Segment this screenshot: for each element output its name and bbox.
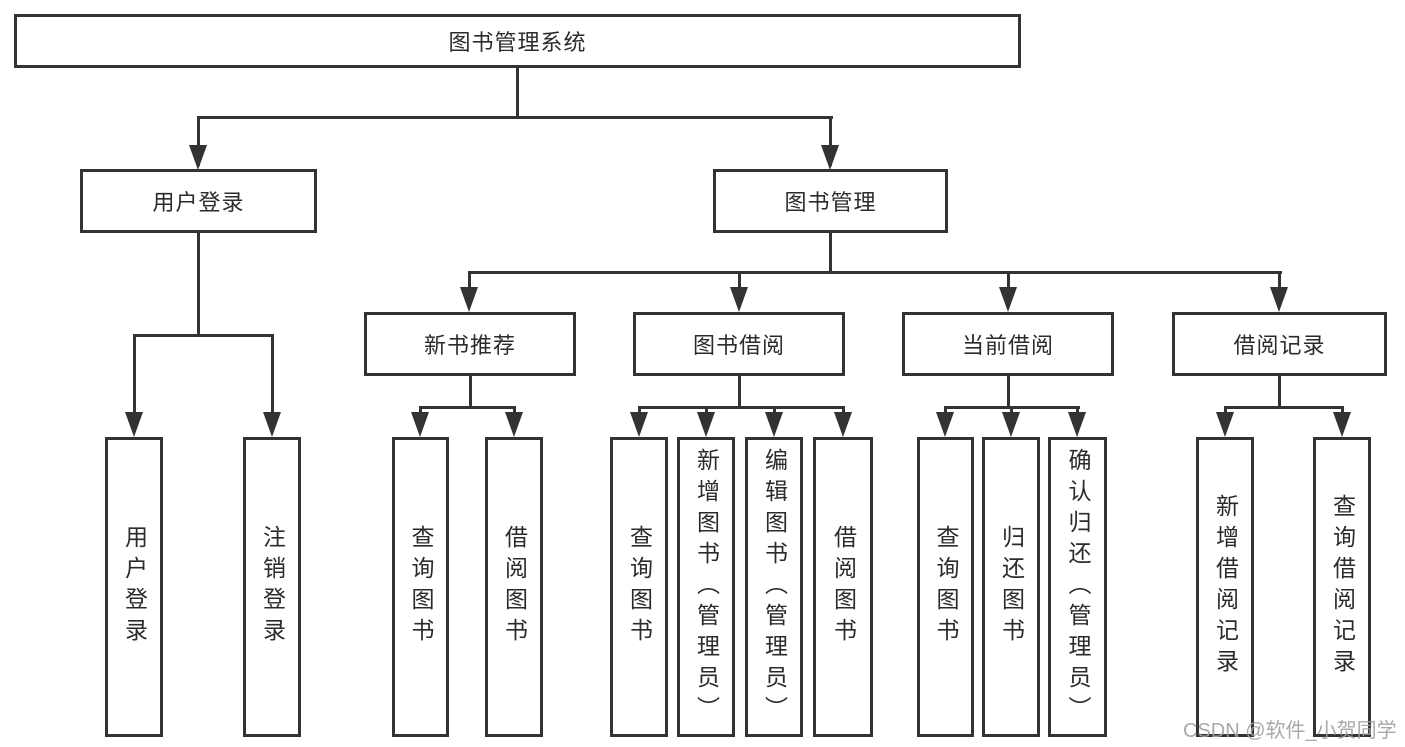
node-label: 新增借阅记录 (1212, 494, 1239, 680)
arrow-down-icon (730, 287, 748, 312)
connector-drop-leaf (271, 334, 274, 432)
node-label: 图书借阅 (692, 333, 785, 358)
connector-stub (1007, 376, 1010, 409)
node-edit-book-admin: 编辑图书（管理员） (745, 437, 803, 737)
connector-drop-leaf (133, 334, 136, 432)
node-label: 图书管理系统 (448, 30, 587, 55)
csdn-watermark: CSDN @软件_小贺同学 (1183, 720, 1397, 742)
connector-hline-user-login (133, 334, 274, 337)
node-query-books-recommend: 查询图书 (392, 437, 449, 737)
arrow-down-icon (697, 412, 715, 437)
node-label: 查询图书 (408, 525, 434, 649)
node-return-book: 归还图书 (982, 437, 1040, 737)
arrow-down-icon (1216, 412, 1234, 437)
connector-stub (738, 376, 741, 409)
node-label: 新书推荐 (423, 333, 516, 358)
node-label: 注销登录 (259, 525, 286, 649)
arrow-down-icon (999, 287, 1017, 312)
arrow-down-icon (460, 287, 478, 312)
connector-hline (638, 406, 845, 409)
connector-stub (469, 376, 472, 409)
arrow-down-icon (765, 412, 783, 437)
node-query-books-borrowing: 查询图书 (610, 437, 668, 737)
node-borrowing-records: 借阅记录 (1172, 312, 1387, 376)
connector-hline (1224, 406, 1344, 409)
arrow-down-icon (189, 145, 207, 170)
arrow-down-icon (411, 412, 429, 437)
connector-stub-root (516, 68, 519, 119)
connector-stub-book-management (829, 233, 832, 274)
node-add-borrow-record: 新增借阅记录 (1196, 437, 1254, 737)
connector-drop-book-management (829, 116, 832, 166)
connector-stub (1278, 376, 1281, 409)
node-label: 归还图书 (998, 525, 1025, 649)
connector-stub-user-login (197, 233, 200, 336)
node-label: 用户登录 (121, 525, 148, 649)
node-user-login-leaf: 用户登录 (105, 437, 163, 737)
node-label: 借阅图书 (501, 525, 528, 649)
connector-hline-root (197, 116, 833, 119)
node-label: 当前借阅 (961, 333, 1054, 358)
node-label: 查询图书 (626, 525, 653, 649)
node-query-borrow-record: 查询借阅记录 (1313, 437, 1371, 737)
node-label: 借阅图书 (830, 525, 857, 649)
node-label: 借阅记录 (1233, 333, 1326, 358)
node-query-books-current: 查询图书 (917, 437, 974, 737)
node-label: 查询图书 (933, 525, 959, 649)
node-user-login: 用户登录 (80, 169, 317, 233)
node-logout: 注销登录 (243, 437, 301, 737)
arrow-down-icon (936, 412, 954, 437)
connector-drop-user-login (197, 116, 200, 166)
arrow-down-icon (630, 412, 648, 437)
node-label: 新增图书（管理员） (693, 447, 720, 727)
node-book-management: 图书管理 (713, 169, 948, 233)
node-label: 查询借阅记录 (1329, 494, 1356, 680)
arrow-down-icon (263, 412, 281, 437)
arrow-down-icon (1002, 412, 1020, 437)
node-label: 图书管理 (784, 190, 877, 215)
arrow-down-icon (1270, 287, 1288, 312)
node-new-book-recommendation: 新书推荐 (364, 312, 576, 376)
arrow-down-icon (505, 412, 523, 437)
arrow-down-icon (821, 145, 839, 170)
connector-hline-book-management (468, 271, 1282, 274)
node-add-book-admin: 新增图书（管理员） (677, 437, 735, 737)
arrow-down-icon (125, 412, 143, 437)
node-borrow-books-leaf: 借阅图书 (813, 437, 873, 737)
node-current-borrowing: 当前借阅 (902, 312, 1114, 376)
arrow-down-icon (1068, 412, 1086, 437)
node-label: 确认归还（管理员） (1065, 447, 1091, 727)
node-borrow-books-recommend: 借阅图书 (485, 437, 543, 737)
node-book-borrowing: 图书借阅 (633, 312, 845, 376)
node-label: 编辑图书（管理员） (761, 447, 788, 727)
node-library-management-system: 图书管理系统 (14, 14, 1021, 68)
connector-hline (419, 406, 516, 409)
node-label: 用户登录 (152, 190, 245, 215)
arrow-down-icon (1333, 412, 1351, 437)
arrow-down-icon (834, 412, 852, 437)
node-confirm-return-admin: 确认归还（管理员） (1048, 437, 1107, 737)
